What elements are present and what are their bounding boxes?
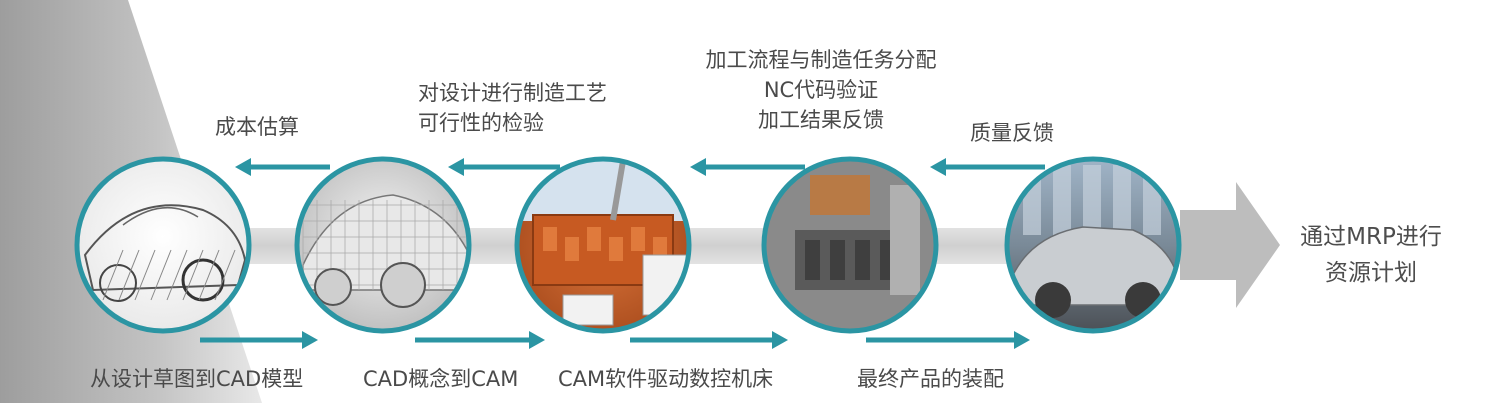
feedback-arrow-4	[930, 158, 1045, 176]
feedback-label-3-line-2: NC代码验证	[763, 78, 879, 102]
stage-5-ring	[1004, 156, 1182, 334]
result-label: 通过MRP进行资源计划	[1286, 219, 1456, 291]
stage-2-ring	[294, 156, 472, 334]
forward-arrow-1	[200, 331, 318, 349]
stage-caption-4: 最终产品的装配	[857, 367, 1004, 391]
feedback-label-2-line-1: 对设计进行制造工艺	[418, 81, 607, 105]
stage-2-cad-wireframe-car	[294, 156, 472, 334]
stage-4-machined-engine-block	[761, 156, 939, 334]
forward-arrow-3	[630, 331, 788, 349]
stage-3-cam-toolpath-screenshot	[514, 156, 692, 334]
feedback-label-2: 对设计进行制造工艺可行性的检验	[418, 78, 607, 138]
stage-3-ring	[514, 156, 692, 334]
feedback-label-4: 质量反馈	[970, 118, 1054, 148]
stage-5-finished-silver-car	[1004, 156, 1182, 334]
stage-1-sketch-car-drawing	[74, 156, 252, 334]
stage-4-ring	[761, 156, 939, 334]
feedback-label-3-line-1: 加工流程与制造任务分配	[705, 48, 937, 72]
feedback-label-3-line-3: 加工结果反馈	[758, 108, 884, 132]
result-label-line-1: 通过MRP进行	[1300, 224, 1442, 250]
forward-arrow-4	[866, 331, 1030, 349]
feedback-label-4-line-1: 质量反馈	[970, 121, 1054, 145]
big-arrow	[1180, 182, 1280, 308]
stage-1-ring	[74, 156, 252, 334]
feedback-arrow-2	[448, 158, 560, 176]
feedback-arrow-1	[235, 158, 330, 176]
feedback-label-1: 成本估算	[215, 112, 299, 142]
feedback-arrow-3	[690, 158, 805, 176]
stage-caption-3: CAM软件驱动数控机床	[558, 367, 774, 391]
feedback-label-3: 加工流程与制造任务分配 NC代码验证加工结果反馈	[698, 45, 944, 135]
stage-caption-1: 从设计草图到CAD模型	[90, 367, 304, 391]
result-label-line-2: 资源计划	[1325, 260, 1417, 286]
feedback-label-2-line-2: 可行性的检验	[418, 111, 544, 135]
feedback-label-1-line-1: 成本估算	[215, 115, 299, 139]
forward-arrow-2	[415, 331, 545, 349]
stage-caption-2: CAD概念到CAM	[363, 367, 519, 391]
